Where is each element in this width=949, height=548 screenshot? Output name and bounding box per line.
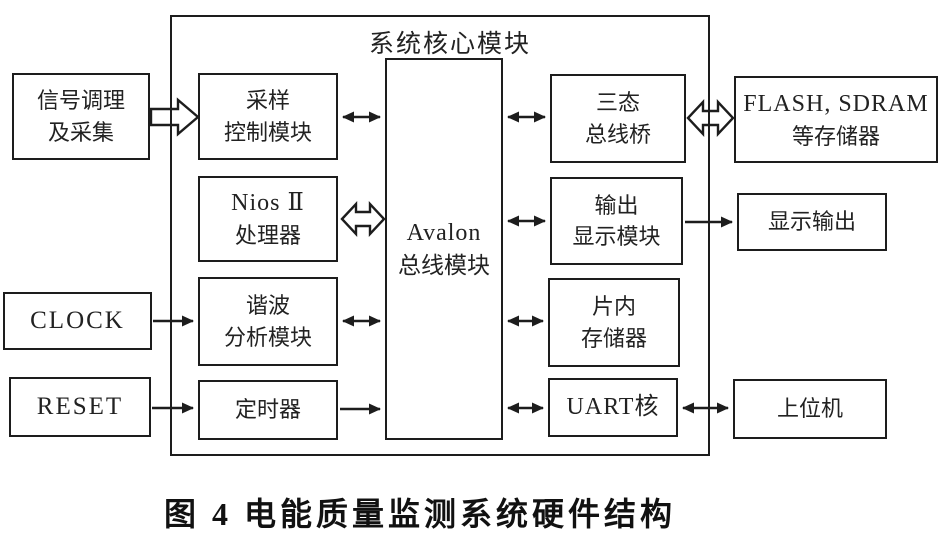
- block-label: 等存储器: [791, 123, 880, 149]
- block-label: 显示输出: [767, 209, 856, 235]
- block-label: RESET: [36, 393, 124, 421]
- block-avalon-bus: Avalon 总线模块: [385, 58, 503, 440]
- figure-caption: 图 4 电能质量监测系统硬件结构: [163, 496, 676, 532]
- block-label: Avalon: [406, 219, 482, 246]
- block-label: 谐波: [245, 293, 290, 319]
- block-clock: CLOCK: [3, 292, 152, 350]
- block-label: 处理器: [234, 223, 301, 249]
- block-signal-conditioning: 信号调理 及采集: [12, 73, 150, 160]
- block-label: 及采集: [47, 119, 114, 145]
- block-label: 片内: [591, 294, 636, 320]
- block-label: 分析模块: [223, 324, 312, 350]
- block-label: Nios Ⅱ: [231, 190, 305, 217]
- block-label: 定时器: [234, 397, 301, 423]
- block-host-computer: 上位机: [733, 379, 887, 439]
- block-timer: 定时器: [198, 380, 338, 440]
- block-label: 上位机: [776, 396, 843, 422]
- block-uart-core: UART核: [548, 378, 678, 437]
- block-label: 采样: [245, 88, 290, 114]
- block-label: 总线桥: [584, 121, 651, 147]
- block-label: FLASH, SDRAM: [743, 90, 929, 117]
- block-label: 控制模块: [223, 119, 312, 145]
- block-label: 三态: [595, 90, 640, 116]
- block-tristate-bridge: 三态 总线桥: [550, 74, 686, 163]
- block-output-display: 输出 显示模块: [550, 177, 683, 265]
- block-label: 存储器: [580, 325, 647, 351]
- block-display-output: 显示输出: [737, 193, 887, 251]
- block-reset: RESET: [9, 377, 151, 437]
- block-label: 总线模块: [398, 252, 490, 278]
- block-harmonic-analysis: 谐波 分析模块: [198, 277, 338, 366]
- block-label: 输出: [594, 192, 639, 218]
- block-label: 信号调理: [36, 88, 125, 114]
- block-flash-sdram: FLASH, SDRAM 等存储器: [734, 76, 938, 163]
- block-label: 显示模块: [572, 224, 661, 249]
- block-onchip-memory: 片内 存储器: [548, 278, 680, 367]
- block-sampling-control: 采样 控制模块: [198, 73, 338, 160]
- block-nios-processor: Nios Ⅱ 处理器: [198, 176, 338, 262]
- core-module-label: 系统核心模块: [368, 31, 531, 58]
- block-label: CLOCK: [30, 307, 125, 335]
- core-module-border: [170, 15, 710, 456]
- block-label: UART核: [566, 394, 660, 421]
